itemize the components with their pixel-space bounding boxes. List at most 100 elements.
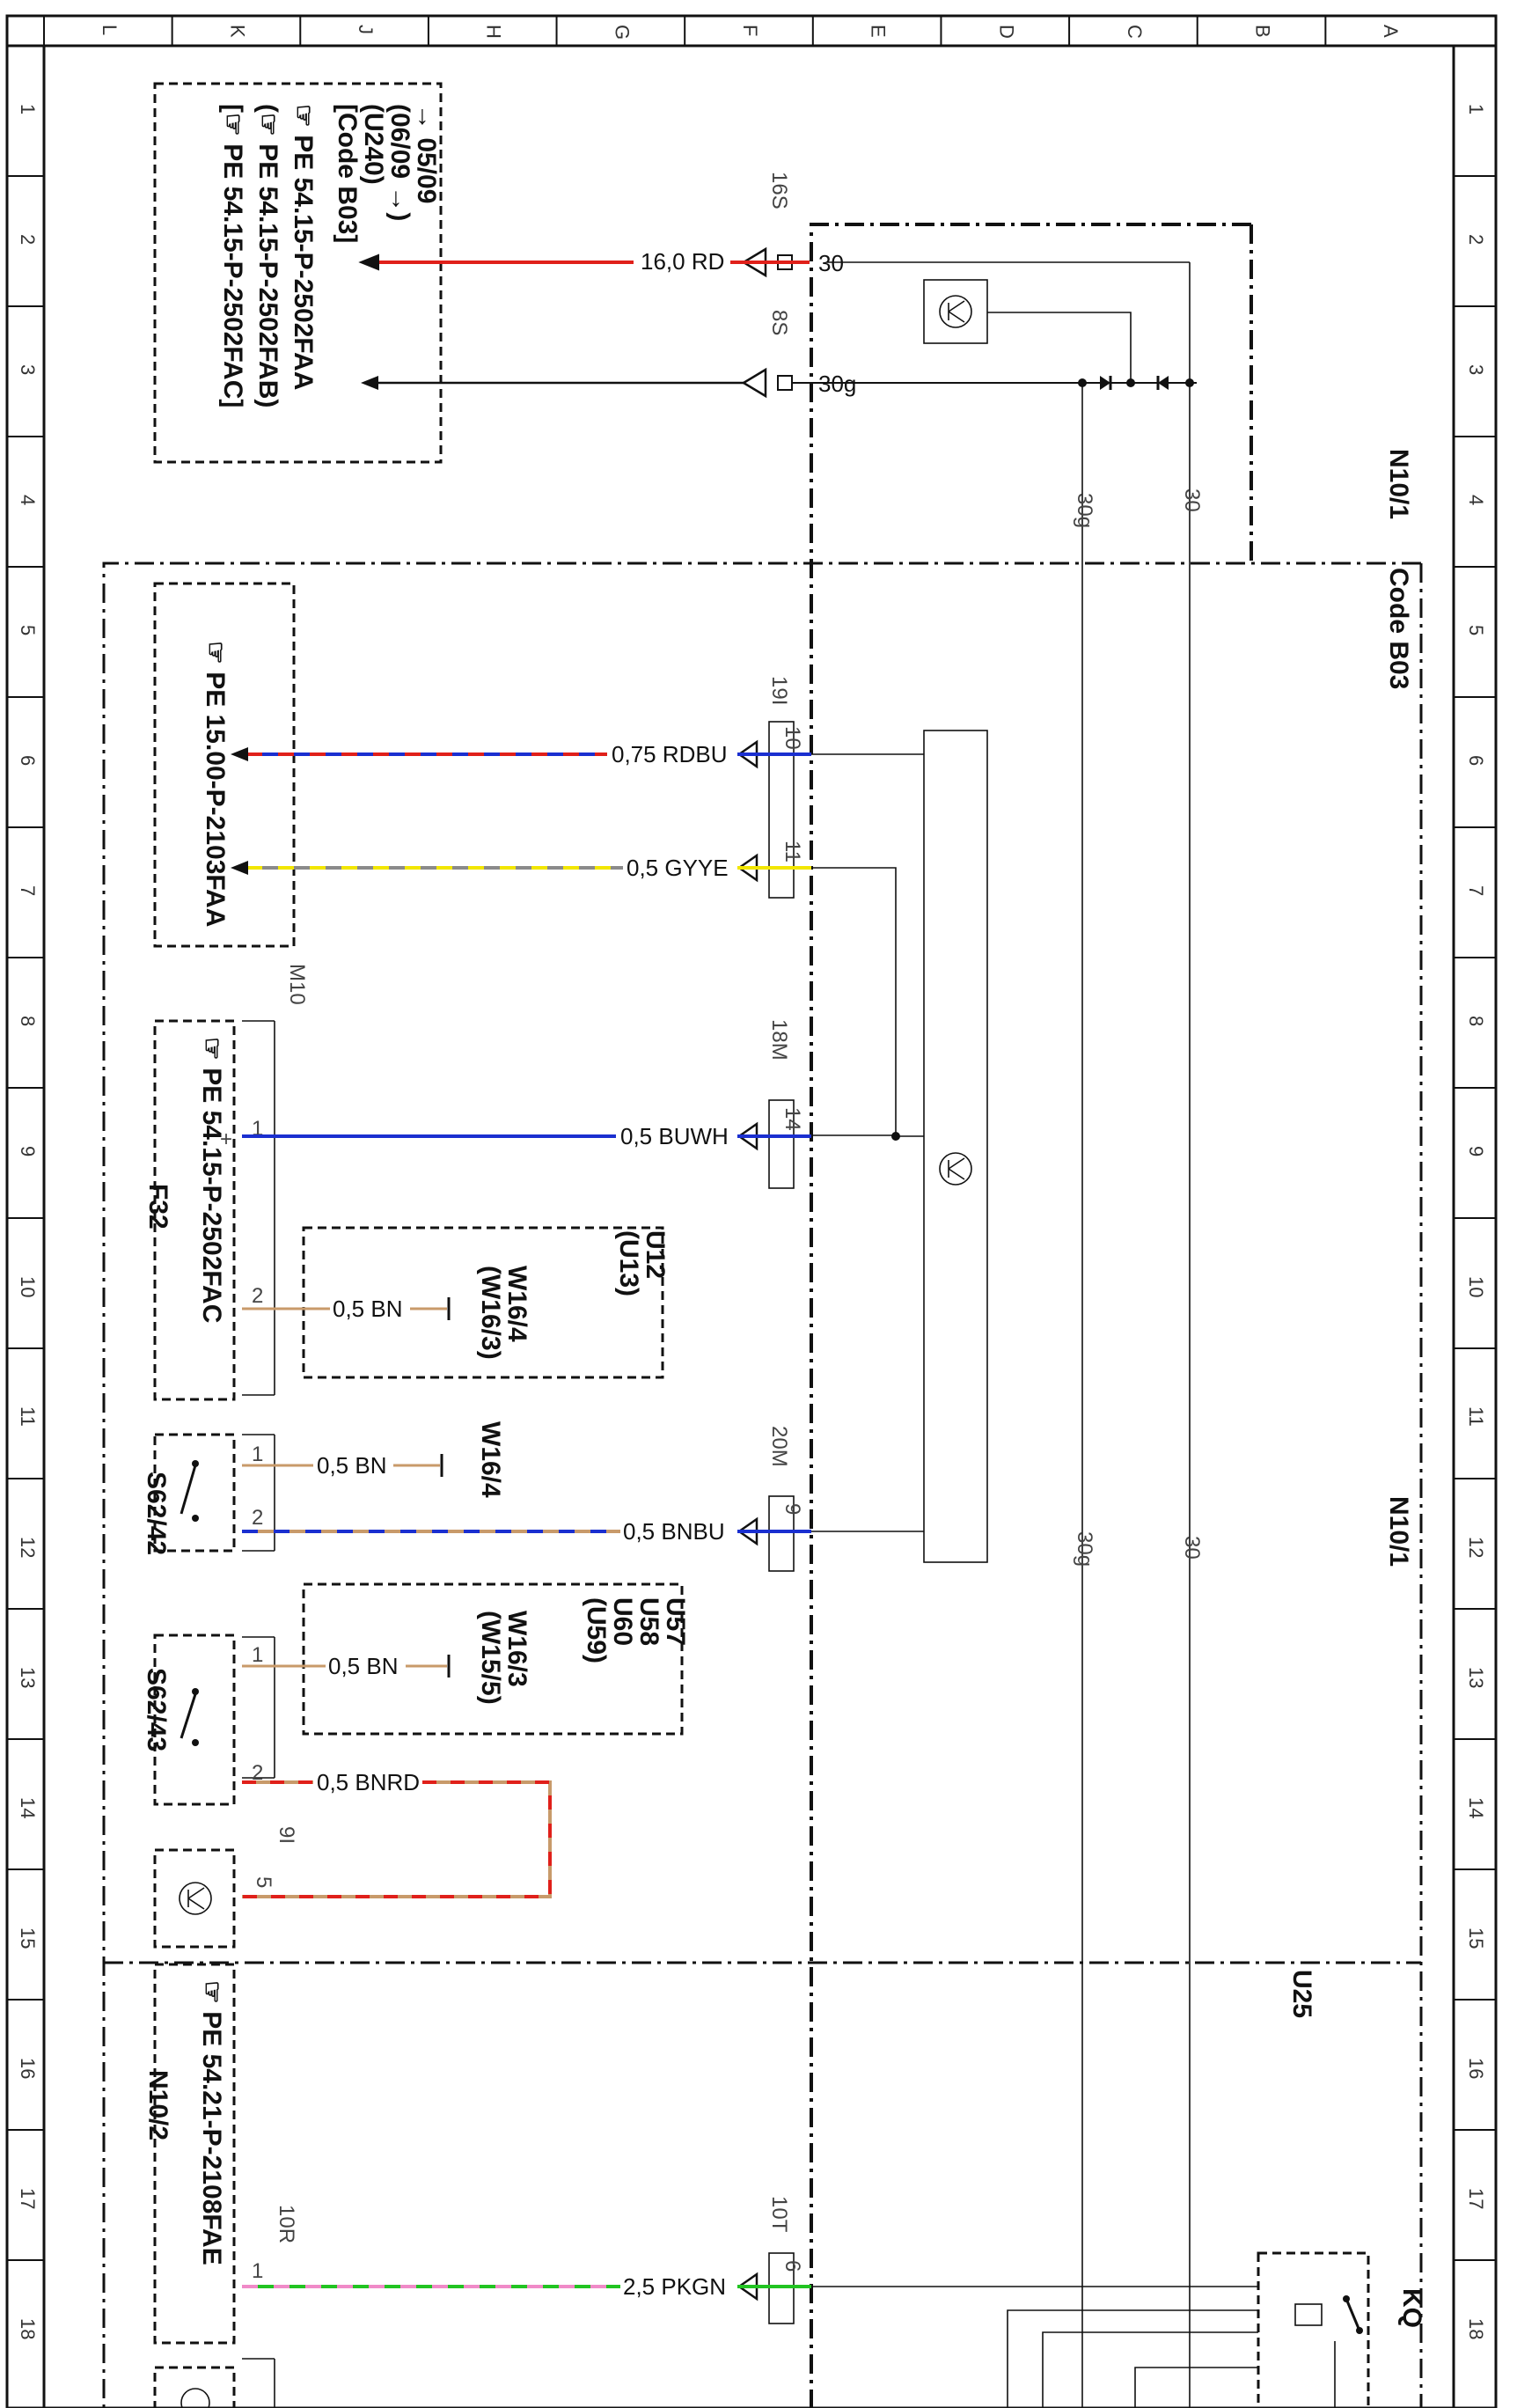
sensor-9i: 9I 5 xyxy=(153,1826,298,1949)
relay-coil-icon xyxy=(1294,2303,1323,2326)
grid-column-label: L xyxy=(99,25,121,35)
ground-w16-3-b: W16/3 xyxy=(502,1611,531,1687)
switch-contact-icon xyxy=(180,1693,197,1739)
diode-icon xyxy=(1158,376,1169,390)
wire-05-buwh: 0,5 BUWH xyxy=(242,1123,924,1149)
grid-row-label: 8 xyxy=(17,1016,39,1026)
grid-row-label: 15 xyxy=(17,1927,39,1949)
n10-2-label: N10/2 xyxy=(143,2070,172,2140)
bus-30-bottom-label: 30 xyxy=(1180,1536,1204,1560)
grid-column-label: J xyxy=(355,25,377,34)
ref1-line3: (U240) xyxy=(359,104,388,185)
n10-1-label-right: N10/1 xyxy=(1384,1496,1413,1567)
pin-10r-1: 1 xyxy=(252,2259,263,2283)
switch-s62-43: S62/43 1 2 xyxy=(142,1633,275,1806)
grid-row-label: 5 xyxy=(17,625,39,635)
grid-row-label: 2 xyxy=(1465,234,1487,245)
wire-05-gyye: 0,5 GYYE xyxy=(231,855,897,1136)
ground-w15-5: (W15/5) xyxy=(476,1611,505,1705)
pin-11: 11 xyxy=(780,841,804,863)
grid-row-label: 17 xyxy=(17,2188,39,2209)
grid-row-label: 4 xyxy=(17,495,39,505)
grid-row-label: 13 xyxy=(1465,1667,1487,1688)
wire-05-bnbu: 0,5 BNBU xyxy=(242,1518,924,1545)
wire-bn-2-label: 0,5 BN xyxy=(317,1452,387,1479)
pin-30: 30 xyxy=(818,250,844,276)
connector-8s-label: 8S xyxy=(767,310,791,335)
wire-bnrd-label: 0,5 BNRD xyxy=(317,1769,420,1795)
grid-column-label: A xyxy=(1380,25,1402,38)
u60-label: U60 xyxy=(608,1597,637,1646)
grid-row-label: 2 xyxy=(17,234,39,245)
ref2-text: ☞ PE 15.00-P-2103FAA xyxy=(201,641,230,927)
grid-row-label: 8 xyxy=(1465,1016,1487,1026)
s62-43-label: S62/43 xyxy=(142,1668,171,1751)
grid-column-label: C xyxy=(1124,25,1146,39)
transistor-icon xyxy=(179,1882,212,1915)
m10-label: M10 xyxy=(285,964,309,1005)
grid-row-label: 14 xyxy=(17,1797,39,1818)
ref3-text: ☞ PE 54.15-P-2502FAC xyxy=(197,1037,226,1323)
grid-row-label: 7 xyxy=(1465,885,1487,896)
connector-20m-label: 20M xyxy=(767,1426,791,1467)
pin-9: 9 xyxy=(780,1503,804,1515)
grid-column-label: D xyxy=(995,25,1017,39)
connector-19i-label: 19I xyxy=(767,676,791,705)
grid-row-label: 3 xyxy=(17,364,39,375)
grid-column-label: E xyxy=(868,25,890,38)
grid-row-label: 16 xyxy=(1465,2058,1487,2079)
wire-bn-3-label: 0,5 BN xyxy=(328,1653,399,1679)
connector-10t-label: 10T xyxy=(767,2196,791,2233)
wire-05-bn-3: 0,5 BN xyxy=(242,1653,451,1679)
grid-row-label: 12 xyxy=(1465,1537,1487,1558)
connector-16s-label: 16S xyxy=(767,172,791,209)
grid-row-label: 1 xyxy=(17,104,39,114)
wire-bn-1-label: 0,5 BN xyxy=(333,1296,403,1322)
connector-9i-label: 9I xyxy=(275,1826,298,1844)
grid-column-label: G xyxy=(611,25,633,40)
wire-16-rd: 16,0 RD xyxy=(358,248,810,275)
drawing-frame xyxy=(5,14,1498,2408)
s42-pin-1: 1 xyxy=(252,1443,263,1466)
f32-label: F32 xyxy=(143,1184,172,1230)
wire-075-rdbu: 0,75 RDBU xyxy=(231,741,924,767)
grid-column-label: H xyxy=(483,25,505,39)
grid-column-label: B xyxy=(1252,25,1274,38)
connector-16s: 16S 30 xyxy=(741,172,844,278)
grid-row-label: 11 xyxy=(17,1406,39,1427)
grid-row-label: 18 xyxy=(1465,2318,1487,2339)
u59-label: (U59) xyxy=(582,1597,611,1663)
connector-20m: 20M 9 xyxy=(737,1426,804,1572)
wire-pkgn-label: 2,5 PKGN xyxy=(623,2273,726,2300)
switch-s62-42: S62/42 1 2 xyxy=(142,1433,275,1555)
kq-label: KQ xyxy=(1397,2288,1426,2328)
grid-row-label: 14 xyxy=(1465,1797,1487,1818)
connector-18m: 18M 14 xyxy=(737,1019,804,1189)
u12-label: U12 xyxy=(641,1230,670,1279)
wire-gyye-label: 0,5 GYYE xyxy=(627,855,729,881)
transistor-icon xyxy=(180,2388,210,2408)
ref4-text: ☞ PE 54.21-P-2108FAE xyxy=(197,1980,226,2265)
wire-bnbu-label: 0,5 BNBU xyxy=(623,1518,725,1545)
switch-contact-icon xyxy=(180,1465,197,1515)
grid-row-label: 1 xyxy=(1465,104,1487,114)
grid-column-label: F xyxy=(739,25,761,36)
s42-pin-2: 2 xyxy=(252,1506,263,1530)
u57-label: U57 xyxy=(661,1597,690,1646)
supply-bus: 30g 30 30g 30 xyxy=(827,261,1204,2408)
arrow-head xyxy=(358,253,379,271)
arrow-head xyxy=(361,376,378,390)
wire-16-rd-label: 16,0 RD xyxy=(641,248,724,275)
option-box-u57: U57 U58 U60 (U59) W16/3 (W15/5) xyxy=(302,1582,690,1736)
code-b03-label: Code B03 xyxy=(1384,568,1413,689)
grid-ticks xyxy=(7,16,1496,2261)
reference-box-1: → 05/09 (06/09 →) (U240) [Code B03] ☞ PE… xyxy=(153,82,443,464)
wire-05-bn-1: 0,5 BN xyxy=(242,1296,451,1322)
ref1-line7: [☞ PE 54.15-P-2502FAC] xyxy=(218,104,247,407)
m10-plus: + xyxy=(220,1127,232,1151)
ref1-line5: ☞ PE 54.15-P-2502FAA xyxy=(289,104,318,390)
grid-row-label: 12 xyxy=(17,1537,39,1558)
u58-label: U58 xyxy=(634,1597,663,1646)
connector-10r-label: 10R xyxy=(275,2205,298,2243)
